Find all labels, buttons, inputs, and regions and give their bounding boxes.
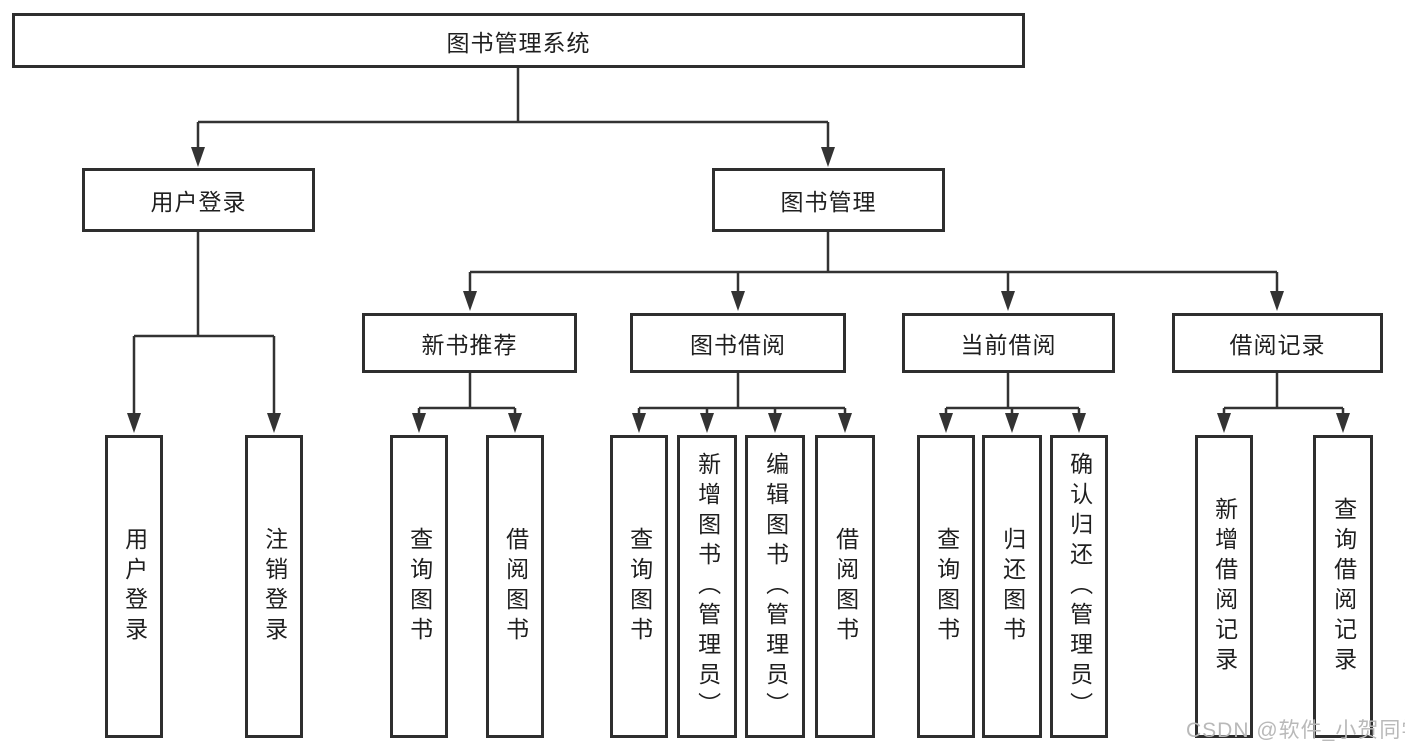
node-label: 图书管理系统 (446, 29, 591, 56)
node-current-borrow: 当前借阅 (902, 313, 1115, 373)
node-label: 编辑图书（管理员） (762, 451, 789, 722)
arrowhead-icon (939, 413, 953, 433)
node-leaf-query-borrow-record: 查询借阅记录 (1313, 435, 1373, 738)
node-label: 查询图书 (933, 526, 960, 647)
arrowhead-icon (731, 291, 745, 311)
node-leaf-query-books-2: 查询图书 (610, 435, 668, 738)
node-book-management: 图书管理 (712, 168, 945, 232)
node-label: 用户登录 (121, 526, 148, 647)
node-label: 新书推荐 (421, 332, 518, 358)
node-leaf-borrow-books-2: 借阅图书 (815, 435, 875, 738)
connector-user-login-to-leaves (127, 232, 281, 433)
connector-root-to-level2 (191, 68, 835, 167)
node-borrow-records: 借阅记录 (1172, 313, 1383, 373)
arrowhead-icon (508, 413, 522, 433)
node-leaf-user-login: 用户登录 (105, 435, 163, 738)
node-label: 借阅记录 (1229, 332, 1326, 358)
arrowhead-icon (1217, 413, 1231, 433)
node-label: 查询借阅记录 (1330, 496, 1357, 677)
node-label: 用户登录 (150, 189, 247, 215)
arrowhead-icon (1005, 413, 1019, 433)
watermark: CSDN @软件_小贺同学 (1186, 719, 1405, 742)
node-label: 确认归还（管理员） (1066, 451, 1093, 722)
node-leaf-add-borrow-record: 新增借阅记录 (1195, 435, 1253, 738)
arrowhead-icon (412, 413, 426, 433)
node-label: 查询图书 (626, 526, 653, 647)
node-leaf-confirm-return-admin: 确认归还（管理员） (1050, 435, 1108, 738)
arrowhead-icon (127, 413, 141, 433)
node-label: 新增图书（管理员） (694, 451, 721, 722)
node-label: 注销登录 (261, 526, 288, 647)
node-system-root: 图书管理系统 (12, 13, 1025, 68)
node-leaf-add-books-admin: 新增图书（管理员） (677, 435, 737, 738)
arrowhead-icon (463, 291, 477, 311)
arrowhead-icon (1001, 291, 1015, 311)
node-leaf-query-books-3: 查询图书 (917, 435, 975, 738)
node-new-book-recommend: 新书推荐 (362, 313, 577, 373)
connector-borrow-records-to-leaves (1217, 373, 1350, 433)
node-leaf-borrow-books-1: 借阅图书 (486, 435, 544, 738)
node-label: 归还图书 (999, 526, 1026, 647)
node-user-login: 用户登录 (82, 168, 315, 232)
arrowhead-icon (838, 413, 852, 433)
node-label: 图书管理 (780, 189, 877, 215)
arrowhead-icon (768, 413, 782, 433)
connector-new-book-to-leaves (412, 373, 522, 433)
node-leaf-return-books: 归还图书 (982, 435, 1042, 738)
arrowhead-icon (632, 413, 646, 433)
arrowhead-icon (700, 413, 714, 433)
node-label: 借阅图书 (832, 526, 859, 647)
arrowhead-icon (191, 147, 205, 167)
arrowhead-icon (1336, 413, 1350, 433)
node-label: 借阅图书 (502, 526, 529, 647)
arrowhead-icon (1072, 413, 1086, 433)
node-label: 新增借阅记录 (1211, 496, 1238, 677)
node-label: 图书借阅 (690, 332, 786, 358)
node-leaf-query-books-1: 查询图书 (390, 435, 448, 738)
arrowhead-icon (1270, 291, 1284, 311)
connector-book-mgmt-to-level3 (463, 232, 1284, 311)
node-label: 当前借阅 (960, 332, 1057, 358)
connector-current-borrow-to-leaves (939, 373, 1086, 433)
node-label: 查询图书 (406, 526, 433, 647)
arrowhead-icon (821, 147, 835, 167)
node-leaf-edit-books-admin: 编辑图书（管理员） (745, 435, 805, 738)
node-leaf-logout: 注销登录 (245, 435, 303, 738)
arrowhead-icon (267, 413, 281, 433)
node-book-borrow: 图书借阅 (630, 313, 846, 373)
connector-book-borrow-to-leaves (632, 373, 852, 433)
